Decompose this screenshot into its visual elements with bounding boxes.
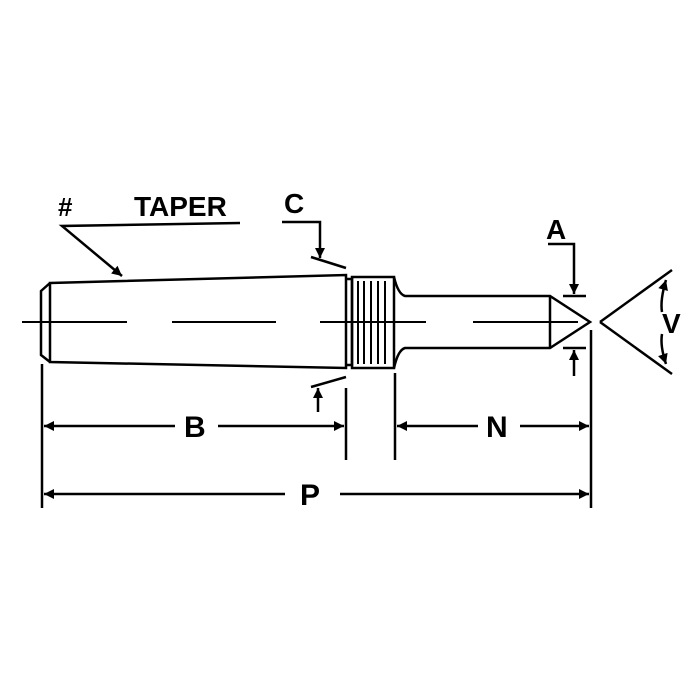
- a-label: A: [546, 214, 566, 245]
- v-label: V: [662, 308, 681, 339]
- taper-label: TAPER: [134, 191, 227, 222]
- hash-label: #: [58, 192, 73, 222]
- a-leader: [548, 242, 579, 294]
- b-label: B: [184, 411, 206, 444]
- p-label: P: [300, 479, 320, 512]
- a-dimension-lines: [563, 294, 586, 350]
- c-dimension-lines: [310, 255, 347, 389]
- v-angle-lines: [599, 268, 673, 376]
- extension-lines: [40, 330, 593, 508]
- c-label: C: [284, 188, 304, 219]
- taper-leader: [58, 221, 241, 277]
- v-arrow-top: [658, 279, 668, 313]
- v-arrow-bottom: [658, 333, 668, 365]
- c-leader: [282, 220, 325, 258]
- n-label: N: [486, 411, 508, 444]
